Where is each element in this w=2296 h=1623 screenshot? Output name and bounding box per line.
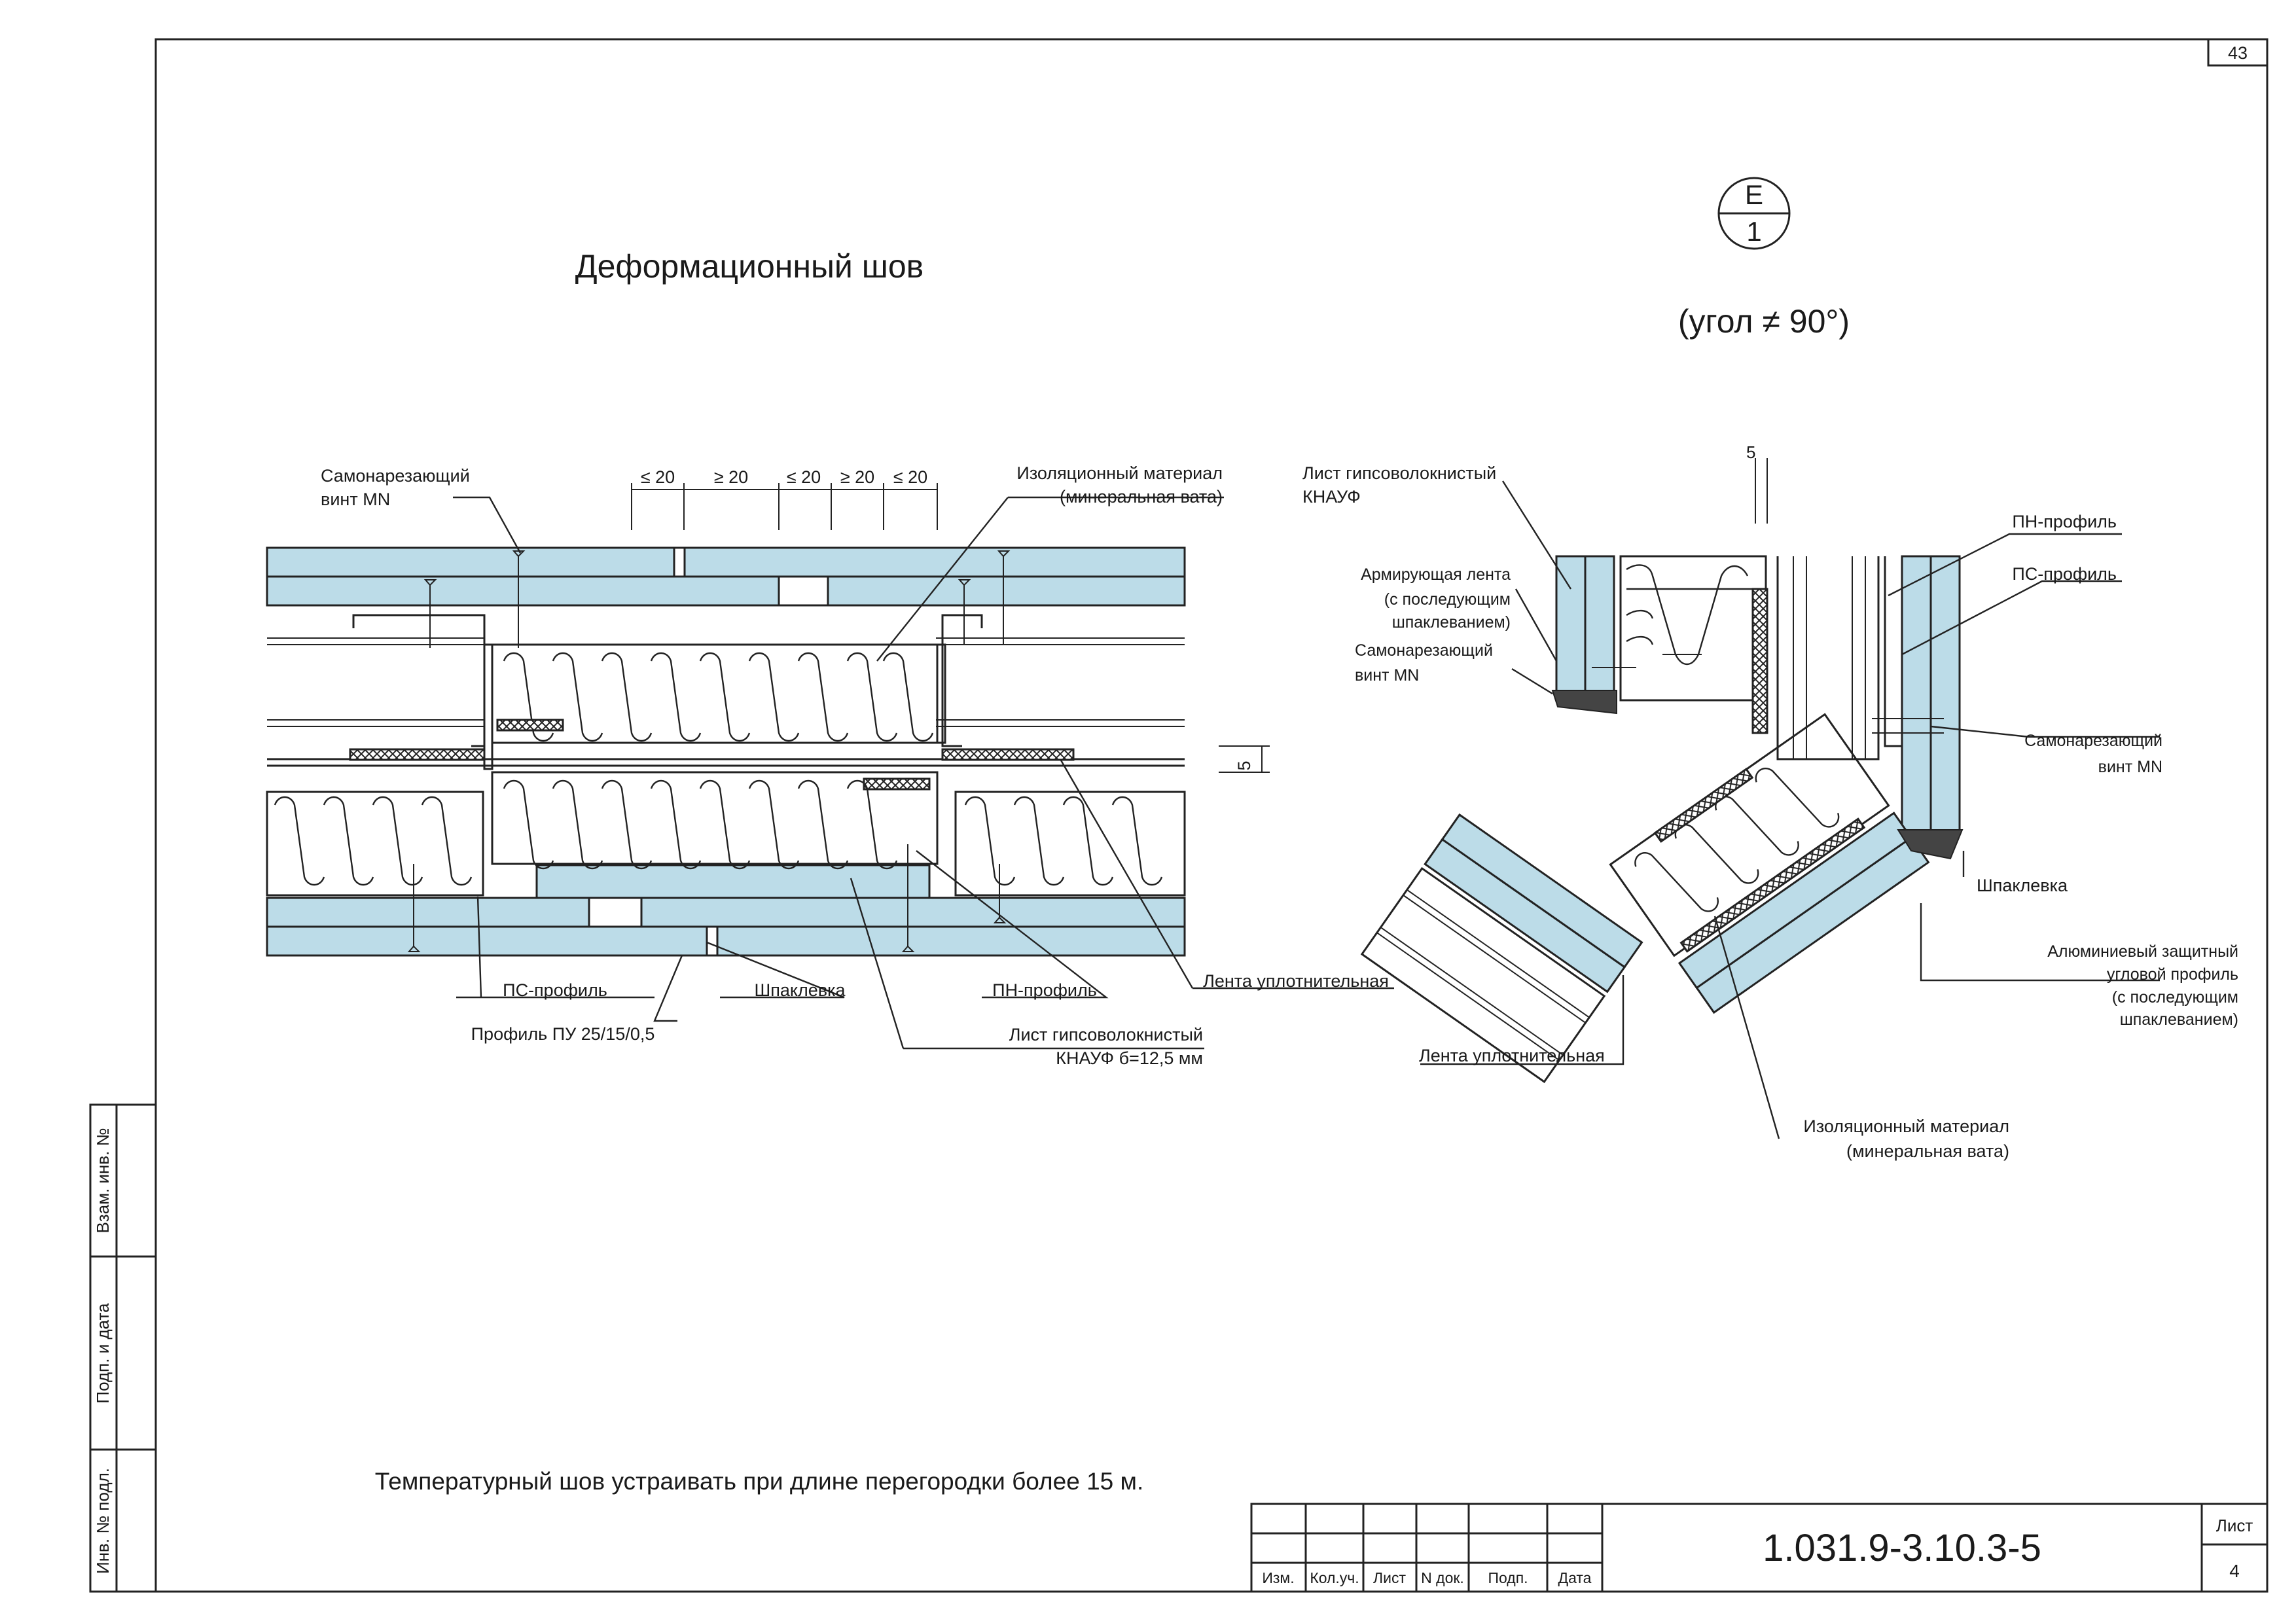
label-r-insulation-l2: (минеральная вата) (1846, 1141, 2009, 1161)
screws-left (407, 550, 1011, 952)
label-r-sealing-tape: Лента уплотнительная (1419, 1046, 1605, 1065)
label-r-tape-l1: Армирующая лента (1361, 565, 1511, 584)
label-r-screw-right-l2: винт MN (2098, 758, 2162, 776)
tb-col-kol: Кол.уч. (1310, 1569, 1359, 1586)
gap-dimension-left: 5 (1219, 745, 1270, 773)
label-r-corner-l2: угловой профиль (2107, 965, 2238, 984)
label-gypsum-l1: Лист гипсоволокнистый (1009, 1025, 1203, 1044)
putty-corner-left (1551, 690, 1617, 715)
mineral-wool-upper (503, 652, 934, 742)
label-r-screw-left-l1: Самонарезающий (1355, 641, 1493, 660)
label-insulation-l2: (минеральная вата) (1060, 487, 1223, 507)
sealing-tape-left (349, 748, 486, 761)
dim-3: ≤ 20 (787, 467, 821, 487)
screws-right (1592, 654, 1944, 734)
label-putty: Шпаклевка (754, 980, 846, 1000)
tb-col-date: Дата (1558, 1569, 1592, 1586)
drawing-title: Деформационный шов (575, 248, 924, 285)
angle-note: (угол ≠ 90°) (1678, 303, 1850, 340)
document-code: 1.031.9-3.10.3-5 (1763, 1527, 2041, 1569)
insulation-box-lower (491, 771, 939, 865)
detail-left: ≤ 20 ≥ 20 ≤ 20 ≥ 20 ≤ 20 5 Самонарезающи… (266, 463, 1394, 1068)
label-r-corner-l4: шпаклеванием) (2120, 1010, 2238, 1029)
angled-board-right-inner (1677, 812, 1913, 990)
label-insulation-l1: Изоляционный материал (1016, 463, 1223, 483)
dimension-chain-top: ≤ 20 ≥ 20 ≤ 20 ≥ 20 ≤ 20 (631, 467, 938, 530)
label-r-gypsum-l1: Лист гипсоволокнистый (1302, 463, 1496, 483)
section-callout: Е 1 (1717, 177, 1791, 250)
label-r-tape-l2: (с последующим (1384, 590, 1511, 609)
label-r-corner-l3: (с последующим (2112, 988, 2238, 1007)
dim-5: ≤ 20 (893, 467, 927, 487)
label-r-insulation-l1: Изоляционный материал (1803, 1116, 2009, 1136)
tb-col-doc: N док. (1421, 1569, 1464, 1586)
dim-2: ≥ 20 (714, 467, 748, 487)
label-pn-profile: ПН-профиль (992, 980, 1097, 1000)
label-r-pn-profile: ПН-профиль (2012, 512, 2117, 531)
callout-bottom: 1 (1746, 216, 1761, 247)
mineral-wool-lower (503, 779, 898, 870)
mineral-wool-left (274, 796, 473, 886)
label-screw-l1: Самонарезающий (321, 466, 470, 486)
board-bottom-inner (266, 897, 1186, 928)
label-r-screw-right-l1: Самонарезающий (2024, 732, 2162, 750)
stamp-sign-date: Подп. и дата (93, 1303, 113, 1404)
wall-board-right-inner (1901, 555, 1932, 832)
dim-4: ≥ 20 (840, 467, 874, 487)
page-number-box: 43 (2207, 38, 2269, 67)
stamp-replace-inv: Взам. инв. № (93, 1128, 113, 1233)
tb-col-sign: Подп. (1488, 1569, 1528, 1586)
dim-1: ≤ 20 (641, 467, 675, 487)
label-screw-l2: винт MN (321, 490, 390, 509)
angled-board-inner (1424, 838, 1626, 993)
general-note: Температурный шов устраивать при длине п… (375, 1468, 1143, 1495)
label-sealing-tape: Лента уплотнительная (1203, 971, 1389, 991)
page-number: 43 (2228, 43, 2248, 63)
label-r-screw-left-l2: винт MN (1355, 666, 1419, 685)
sheet-number: 4 (2229, 1561, 2240, 1581)
gap-dim-right-value: 5 (1746, 442, 1755, 462)
stamp-orig-inv: Инв. № подл. (93, 1468, 113, 1574)
gap-dim-left-value: 5 (1234, 760, 1254, 770)
label-r-putty: Шпаклевка (1977, 876, 2068, 895)
label-ps-profile: ПС-профиль (503, 980, 607, 1000)
tb-col-izm: Изм. (1262, 1569, 1294, 1586)
board-top-inner (266, 575, 1186, 607)
putty-corner-right (1897, 829, 1964, 860)
label-pu-profile: Профиль ПУ 25/15/0,5 (471, 1024, 655, 1044)
callout-top: Е (1745, 179, 1763, 210)
label-gypsum-l2: КНАУФ б=12,5 мм (1056, 1048, 1203, 1068)
board-top-outer (266, 546, 1186, 578)
label-r-gypsum-l2: КНАУФ (1302, 487, 1361, 507)
sealing-tape-right (941, 748, 1075, 761)
sheet-frame (89, 38, 2269, 1593)
wall-board-right-outer (1929, 555, 1961, 832)
label-r-corner-l1: Алюминиевый защитный (2047, 942, 2238, 961)
gap-dimension-right: 5 (1746, 442, 1768, 524)
detail-right: 5 Лист гипсоволокнистый КНАУФ Армирующая… (1302, 442, 2238, 1161)
tb-col-list: Лист (1373, 1569, 1406, 1586)
mineral-wool-wall (1626, 564, 1761, 666)
label-r-tape-l3: шпаклеванием) (1392, 613, 1511, 632)
wall-board-left-inner (1584, 555, 1615, 695)
wall-board-left-outer (1555, 555, 1587, 695)
mineral-wool-right (964, 796, 1163, 886)
label-r-ps-profile: ПС-профиль (2012, 564, 2117, 584)
title-block: Изм. Кол.уч. Лист N док. Подп. Дата 1.03… (1250, 1503, 2269, 1593)
sheet-label: Лист (2216, 1516, 2253, 1535)
